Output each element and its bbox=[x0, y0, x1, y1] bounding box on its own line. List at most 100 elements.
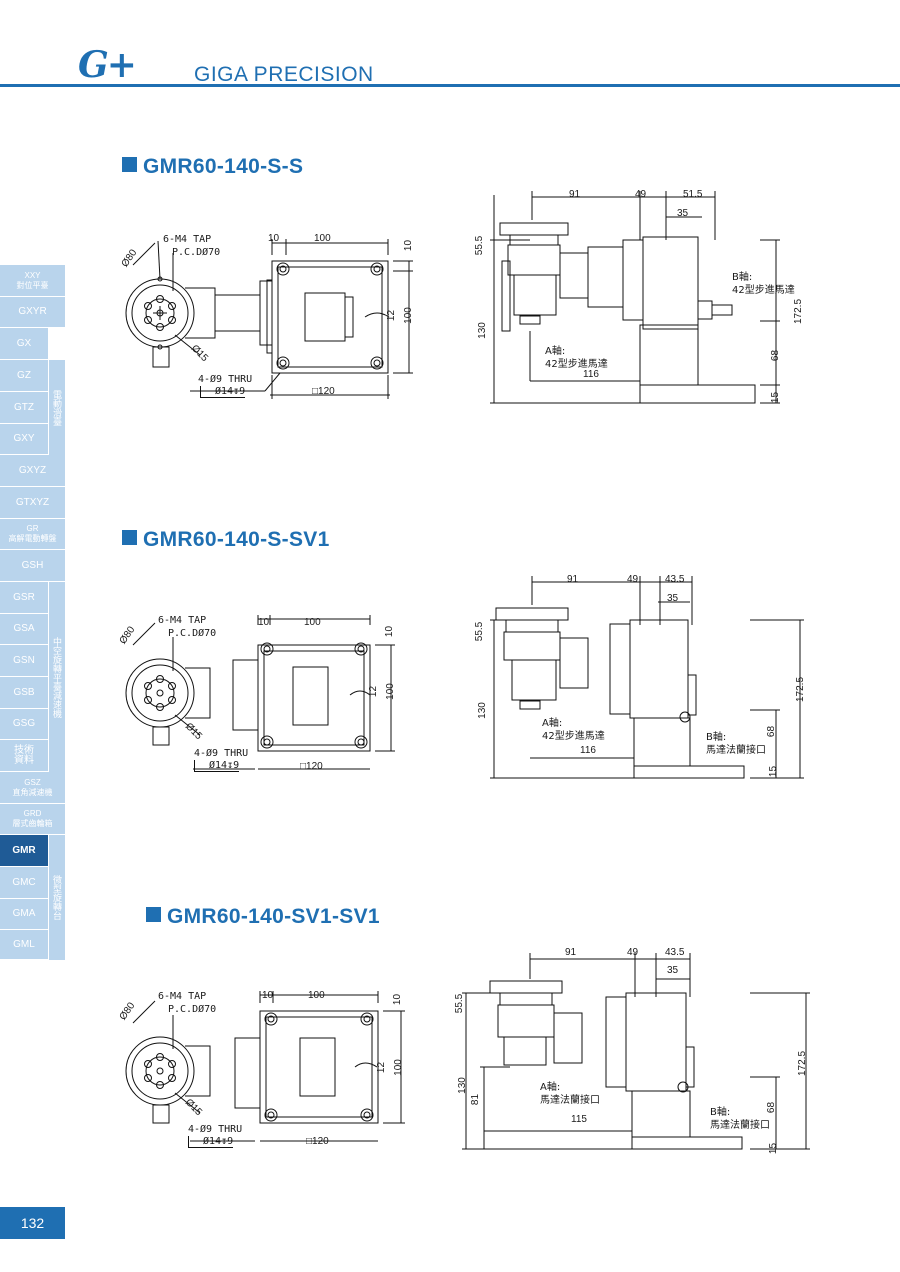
sidebar-item-gsa[interactable]: GSA bbox=[0, 614, 65, 645]
a-axis-motor: 42型步進馬達 bbox=[542, 731, 605, 742]
cbore-note: Ø14↧9 bbox=[200, 386, 246, 398]
dim-68: 68 bbox=[770, 349, 782, 362]
a-axis-label: A軸: bbox=[545, 346, 566, 357]
sidebar-item-xxy[interactable]: XXY 對位平臺 bbox=[0, 265, 65, 297]
sidebar-item-gma[interactable]: GMA bbox=[0, 899, 65, 930]
sidebar-item-gsb[interactable]: GSB bbox=[0, 677, 65, 709]
sidebar-item-label: GSR bbox=[0, 582, 48, 613]
sidebar-item-label: GTXYZ bbox=[0, 487, 65, 518]
a-axis-label: A軸: bbox=[540, 1082, 561, 1093]
b-axis-motor: 馬達法蘭接口 bbox=[706, 745, 766, 756]
sidebar-item-gxyz[interactable]: GXYZ bbox=[0, 455, 65, 487]
dim-55-5: 55.5 bbox=[454, 993, 466, 1014]
sidebar-item-gsz[interactable]: GSZ 直角減速機 bbox=[0, 772, 65, 804]
sidebar-item-gsr[interactable]: GSR bbox=[0, 582, 65, 614]
sidebar-item-label: GMC bbox=[0, 867, 48, 898]
sidebar-category-hollow-rotary: 中空旋轉平臺減速機 bbox=[49, 582, 65, 772]
sidebar-item-label: GXY bbox=[0, 424, 48, 454]
section-title: GMR60-140-S-SV1 bbox=[122, 528, 330, 552]
sidebar-item-label: GSN bbox=[0, 645, 48, 676]
sidebar-item-grd[interactable]: GRD 層式齒輪箱 bbox=[0, 804, 65, 835]
section-title-text: GMR60-140-SV1-SV1 bbox=[167, 905, 380, 928]
pcd-note: P.C.DØ70 bbox=[168, 1004, 217, 1015]
dim-81: 81 bbox=[470, 1093, 482, 1106]
cbore-depth-text: 9 bbox=[239, 386, 246, 397]
sidebar-item-gtxyz[interactable]: GTXYZ bbox=[0, 487, 65, 519]
sidebar-item-gsn[interactable]: GSN bbox=[0, 645, 65, 677]
sidebar-item-gmr[interactable]: GMR bbox=[0, 835, 65, 867]
sidebar-item-label: GRD 層式齒輪箱 bbox=[0, 804, 65, 834]
b-axis-label: B軸: bbox=[732, 272, 753, 283]
dim-35: 35 bbox=[667, 965, 679, 976]
sidebar-item-label: GZ bbox=[0, 360, 48, 391]
dim-100-v: 100 bbox=[402, 307, 414, 324]
cbore-text: Ø14 bbox=[215, 386, 234, 397]
dim-12-v: 12 bbox=[368, 685, 380, 698]
dim-10-v: 10 bbox=[392, 993, 404, 1006]
sidebar-item-gz[interactable]: GZ bbox=[0, 360, 65, 392]
dim-12-v: 12 bbox=[376, 1061, 388, 1074]
b-axis-motor: 42型步進馬達 bbox=[732, 285, 795, 296]
dim-130: 130 bbox=[476, 322, 488, 339]
dim-15: 15 bbox=[770, 391, 782, 404]
sidebar-item-gmc[interactable]: GMC bbox=[0, 867, 65, 899]
dim-15: 15 bbox=[768, 765, 780, 778]
dim-130: 130 bbox=[476, 702, 488, 719]
a-axis-label: A軸: bbox=[542, 718, 563, 729]
tap-note: 6-M4 TAP bbox=[163, 234, 212, 245]
cbore-depth-text: 9 bbox=[227, 1136, 234, 1147]
dim-10: 10 bbox=[268, 233, 280, 244]
sidebar-item-gsg[interactable]: GSG bbox=[0, 709, 65, 740]
front-view-drawing bbox=[115, 605, 435, 785]
sidebar-item-label: GSB bbox=[0, 677, 48, 708]
sidebar-item-gx[interactable]: GX bbox=[0, 328, 65, 360]
title-square-icon bbox=[122, 157, 137, 172]
sidebar-item-label: XXY 對位平臺 bbox=[0, 265, 65, 296]
b-axis-label: B軸: bbox=[706, 732, 727, 743]
a-axis-motor: 42型步進馬達 bbox=[545, 359, 608, 370]
dim-43-5: 43.5 bbox=[665, 574, 685, 585]
dim-51-5: 51.5 bbox=[683, 189, 703, 200]
thru-note: 4-Ø9 THRU bbox=[188, 1124, 243, 1135]
tap-note: 6-M4 TAP bbox=[158, 991, 207, 1002]
dim-49: 49 bbox=[627, 947, 639, 958]
dim-55-5: 55.5 bbox=[474, 235, 486, 256]
sidebar-category-linear-stage: 電動滑臺 bbox=[49, 360, 65, 455]
sidebar-item-label: GSA bbox=[0, 614, 48, 644]
sidebar-item-gxy[interactable]: GXY bbox=[0, 424, 65, 455]
sidebar-item-gsh[interactable]: GSH bbox=[0, 550, 65, 582]
a-axis-motor: 馬達法蘭接口 bbox=[540, 1095, 600, 1106]
front-view-drawing bbox=[115, 983, 435, 1163]
sidebar-item-label: GML bbox=[0, 930, 48, 959]
cbore-note: Ø14↧9 bbox=[194, 760, 240, 772]
tap-note: 6-M4 TAP bbox=[158, 615, 207, 626]
sidebar-item-gxyr[interactable]: GXYR bbox=[0, 297, 65, 328]
sidebar-item-gtz[interactable]: GTZ bbox=[0, 392, 65, 424]
sidebar-item-label: GXYR bbox=[0, 297, 65, 327]
dim-120: □120 bbox=[300, 761, 323, 772]
sidebar-item-label: 技術 資料 bbox=[0, 740, 48, 771]
dim-68: 68 bbox=[766, 725, 778, 738]
dim-100: 100 bbox=[314, 233, 331, 244]
dim-172-5: 172.5 bbox=[797, 1050, 809, 1077]
b-axis-label: B軸: bbox=[710, 1107, 731, 1118]
brand-name: GIGA PRECISION bbox=[194, 63, 374, 86]
sidebar-item-label: GR 高解電動轉盤 bbox=[0, 519, 65, 549]
dim-120: □120 bbox=[312, 386, 335, 397]
side-view-drawing bbox=[450, 947, 810, 1162]
dim-35: 35 bbox=[667, 593, 679, 604]
dim-10-v: 10 bbox=[403, 239, 415, 252]
depth-icon: ↧ bbox=[233, 386, 240, 397]
dim-116: 116 bbox=[580, 745, 596, 756]
sidebar-item-label: GMA bbox=[0, 899, 48, 929]
dim-172-5: 172.5 bbox=[793, 298, 805, 325]
sidebar-item-gr[interactable]: GR 高解電動轉盤 bbox=[0, 519, 65, 550]
sidebar-item-gml[interactable]: GML bbox=[0, 930, 65, 960]
dim-49: 49 bbox=[627, 574, 639, 585]
dim-10-v: 10 bbox=[384, 625, 396, 638]
dim-172-5: 172.5 bbox=[795, 676, 807, 703]
dim-10: 10 bbox=[258, 617, 270, 628]
dim-68: 68 bbox=[766, 1101, 778, 1114]
sidebar-item-tech-data[interactable]: 技術 資料 bbox=[0, 740, 65, 772]
page-number: 132 bbox=[0, 1207, 65, 1239]
